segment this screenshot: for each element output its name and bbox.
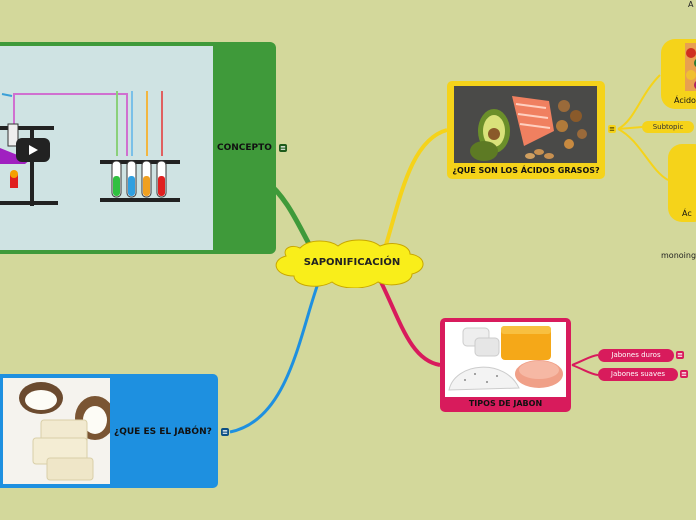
acidos-child-1[interactable]: Ácido <box>661 39 696 109</box>
tipos-node[interactable]: TIPOS DE JABON <box>440 318 571 412</box>
acidos-menu-icon[interactable]: ≡ <box>608 125 616 133</box>
cloud-shape <box>275 239 424 288</box>
branch-tipos <box>378 279 441 367</box>
soaps-illustration <box>448 326 563 391</box>
play-icon <box>29 145 38 155</box>
jabon-node[interactable]: ¿QUE ES EL JABÓN? ≡ <box>0 374 229 488</box>
center-node[interactable]: SAPONIFICACIÓN <box>270 238 426 288</box>
suaves-menu-icon[interactable]: ≡ <box>680 370 688 378</box>
coconut-soap-image <box>3 378 110 484</box>
tipos-child-duros[interactable]: Jabones duros <box>598 349 674 362</box>
tipos-child-suaves[interactable]: Jabones suaves <box>598 368 678 381</box>
acidos-child-2[interactable]: Ác <box>668 144 696 222</box>
acidos-node[interactable]: ¿QUE SON LOS ÁCIDOS GRASOS? <box>447 81 605 179</box>
duros-label: Jabones duros <box>611 351 661 359</box>
concepto-menu-icon[interactable]: ≡ <box>279 144 287 152</box>
food-illustration <box>470 96 587 161</box>
top-partial-label: A <box>688 0 694 9</box>
branch-acidos <box>383 128 448 249</box>
center-title: SAPONIFICACIÓN <box>303 257 401 268</box>
concepto-label: CONCEPTO <box>217 143 272 153</box>
suaves-label: Jabones suaves <box>610 370 666 378</box>
child1-image <box>685 43 696 91</box>
child2-label: Ác <box>682 209 692 218</box>
jabon-label: ¿QUE ES EL JABÓN? <box>114 427 212 437</box>
jabon-menu-icon[interactable]: ≡ <box>221 428 229 436</box>
concepto-node[interactable]: CONCEPTO ≡ <box>0 42 287 254</box>
branch-jabon <box>229 277 322 434</box>
coconut-soap-illustration <box>19 382 110 481</box>
duros-menu-icon[interactable]: ≡ <box>676 351 684 359</box>
tipos-label: TIPOS DE JABON <box>468 399 543 408</box>
child1-label: Ácido <box>674 96 696 105</box>
acidos-subtopic[interactable]: Subtopic <box>642 121 694 133</box>
soap-types-image <box>445 322 566 397</box>
subtopic-label: Subtopic <box>652 123 684 131</box>
monoing-label: monoing <box>661 251 696 260</box>
lab-video-thumbnail[interactable] <box>0 46 213 250</box>
fatty-foods-image <box>454 86 597 163</box>
play-button[interactable] <box>16 138 50 162</box>
acidos-label: ¿QUE SON LOS ÁCIDOS GRASOS? <box>452 166 600 175</box>
lab-apparatus-icon <box>0 91 180 206</box>
